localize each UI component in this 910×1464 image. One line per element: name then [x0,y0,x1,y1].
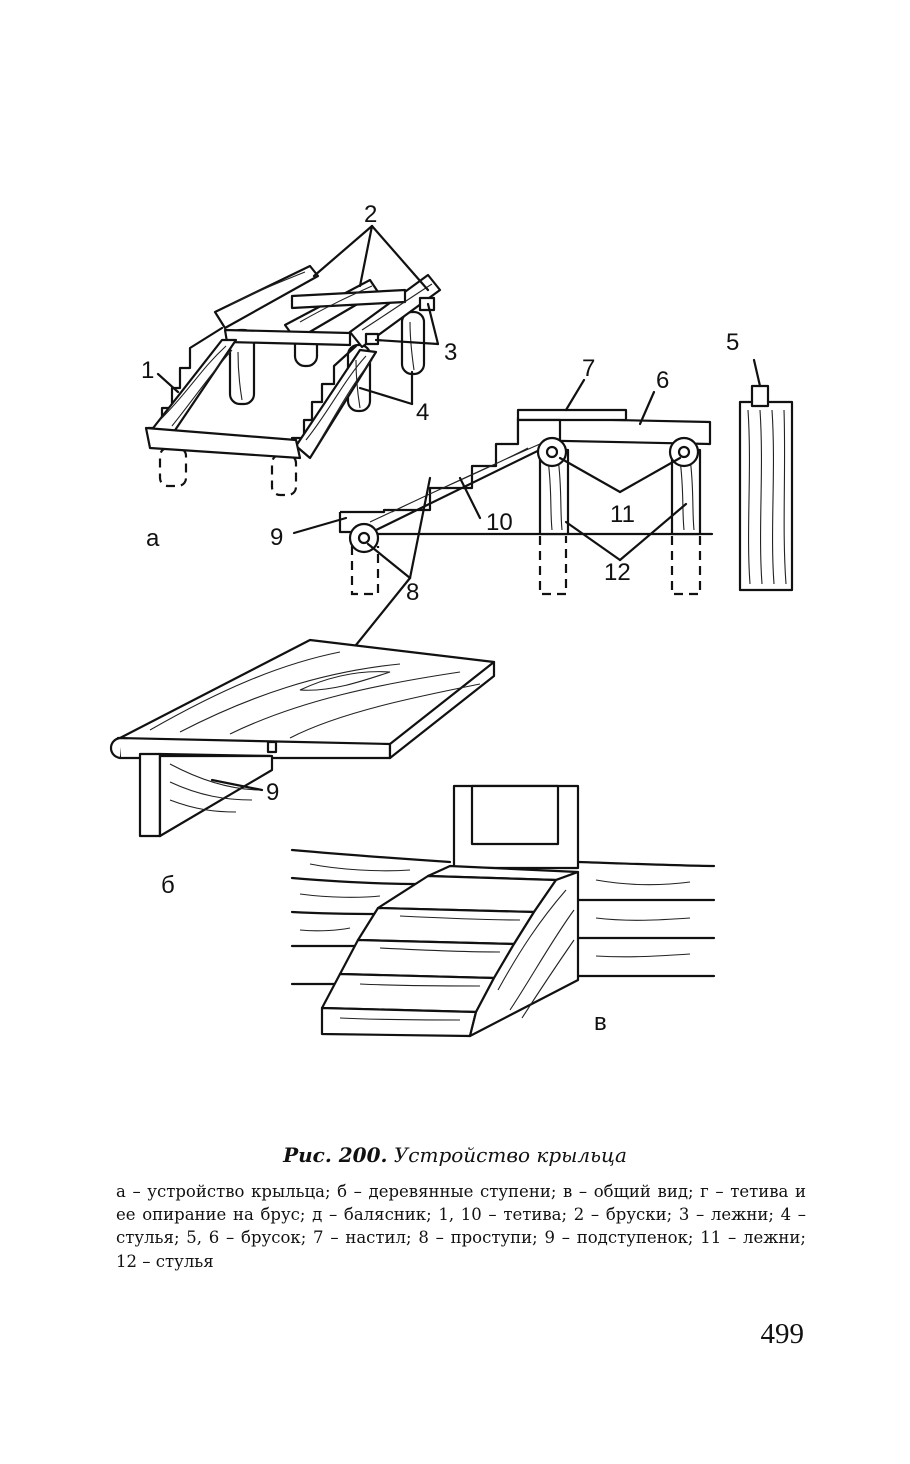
caption-text: а – устройство крыльца; б – деревянные с… [116,1182,806,1271]
label-2: 2 [364,201,377,228]
label-8: 8 [406,579,419,606]
porch-general-view [290,784,716,1038]
wooden-step [109,638,496,838]
figure-labels: 2 3 1 4 а 5 7 6 11 9 10 12 8 9 б в [141,201,739,1036]
leaders-side [292,378,688,652]
caption-prefix: Рис. 200. [283,1143,388,1167]
leader-9b [210,778,264,792]
caption-title: Рис. 200. Устройство крыльца [0,1143,910,1167]
label-6: 6 [656,367,669,394]
leaders-a [156,224,440,406]
stair-side-view [338,408,714,596]
label-5: 5 [726,329,739,356]
baluster [738,358,794,592]
page-number: 499 [760,1318,805,1350]
figure-illustration: 2 3 1 4 а 5 7 6 11 9 10 12 8 9 б в [109,201,794,1038]
caption-title-text: Устройство крыльца [393,1143,627,1167]
porch-frame-perspective [144,264,442,497]
label-10: 10 [486,509,513,536]
label-9-side: 9 [270,524,283,551]
label-b: б [161,872,175,899]
label-a: а [146,525,160,552]
label-7: 7 [582,355,595,382]
label-3: 3 [444,339,457,366]
label-12: 12 [604,559,631,586]
label-1: 1 [141,357,154,384]
label-4: 4 [416,399,429,426]
label-11: 11 [610,501,635,528]
label-9-step: 9 [266,779,279,806]
label-v: в [594,1009,607,1036]
